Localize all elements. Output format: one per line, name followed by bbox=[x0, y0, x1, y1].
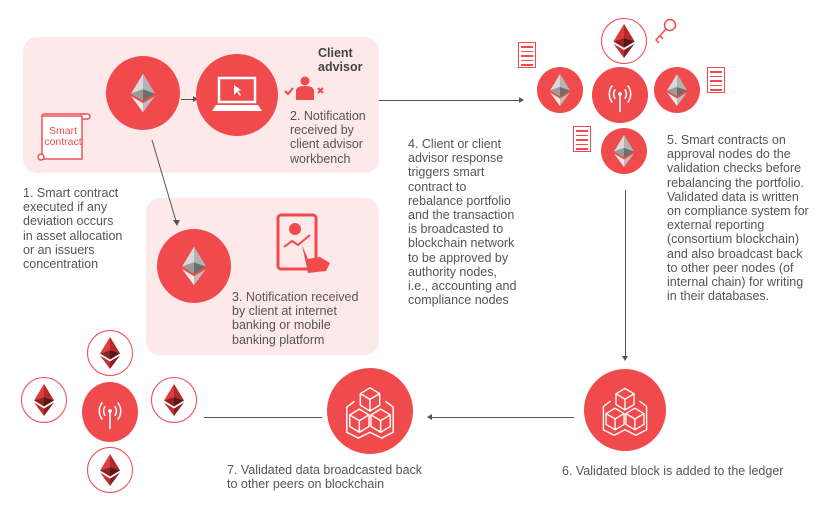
approval-node-left bbox=[537, 67, 583, 113]
step-6-text: 6. Validated block is added to the ledge… bbox=[562, 464, 784, 478]
arrow-to-ledger bbox=[625, 190, 626, 357]
blocks-icon bbox=[341, 382, 399, 440]
step-2-text: 2. Notification received by client advis… bbox=[290, 109, 366, 166]
document-icon bbox=[518, 42, 536, 68]
peer-node-bottom bbox=[87, 447, 133, 493]
tablet-icon bbox=[276, 213, 334, 275]
document-icon bbox=[707, 67, 725, 93]
ethereum-icon bbox=[667, 74, 687, 106]
step-7-text: 7. Validated data broadcasted back to ot… bbox=[227, 463, 423, 492]
antenna-icon bbox=[601, 76, 639, 114]
client-advisor-heading: Client advisor bbox=[318, 46, 363, 75]
ethereum-icon bbox=[613, 24, 635, 58]
broadcast-node bbox=[592, 67, 648, 123]
ethereum-icon bbox=[550, 74, 570, 106]
approval-node-bottom bbox=[601, 128, 647, 174]
step-3-text: 3. Notification received by client at in… bbox=[232, 290, 359, 347]
broadcast-blocks-node bbox=[327, 368, 413, 454]
person-icon bbox=[283, 76, 327, 100]
peer-node-left bbox=[21, 377, 67, 423]
ethereum-icon bbox=[34, 384, 54, 416]
ethereum-icon bbox=[614, 135, 634, 167]
step-5-text: 5. Smart contracts on approval nodes do … bbox=[667, 133, 809, 304]
scroll-icon: Smart contract bbox=[36, 112, 94, 162]
peer-broadcast-node bbox=[82, 382, 138, 442]
arrow-to-laptop bbox=[181, 99, 193, 100]
ethereum-icon bbox=[164, 384, 184, 416]
line-to-peers bbox=[204, 417, 322, 418]
peer-node-top bbox=[87, 330, 133, 376]
smart-contract-label: Smart contract bbox=[44, 125, 82, 148]
ethereum-icon bbox=[100, 454, 120, 486]
arrow-to-approval-nodes bbox=[379, 100, 520, 101]
ethereum-node bbox=[106, 56, 180, 130]
approval-node-right bbox=[654, 67, 700, 113]
approval-node-top bbox=[601, 18, 647, 64]
ethereum-node bbox=[157, 229, 231, 303]
ethereum-icon bbox=[131, 73, 155, 113]
step-4-text: 4. Client or client advisor response tri… bbox=[408, 137, 517, 308]
key-icon bbox=[654, 18, 678, 49]
laptop-icon bbox=[212, 76, 262, 111]
peer-node-right bbox=[151, 377, 197, 423]
step-1-text: 1. Smart contract executed if any deviat… bbox=[23, 186, 123, 272]
arrow-to-client bbox=[151, 139, 180, 226]
blocks-icon bbox=[598, 383, 652, 437]
ethereum-icon bbox=[100, 337, 120, 369]
antenna-icon bbox=[91, 393, 129, 431]
ledger-node bbox=[584, 369, 666, 451]
document-icon bbox=[573, 126, 591, 152]
advisor-workbench-node bbox=[196, 54, 278, 136]
ethereum-icon bbox=[182, 246, 206, 286]
arrow-to-broadcast bbox=[432, 417, 574, 418]
